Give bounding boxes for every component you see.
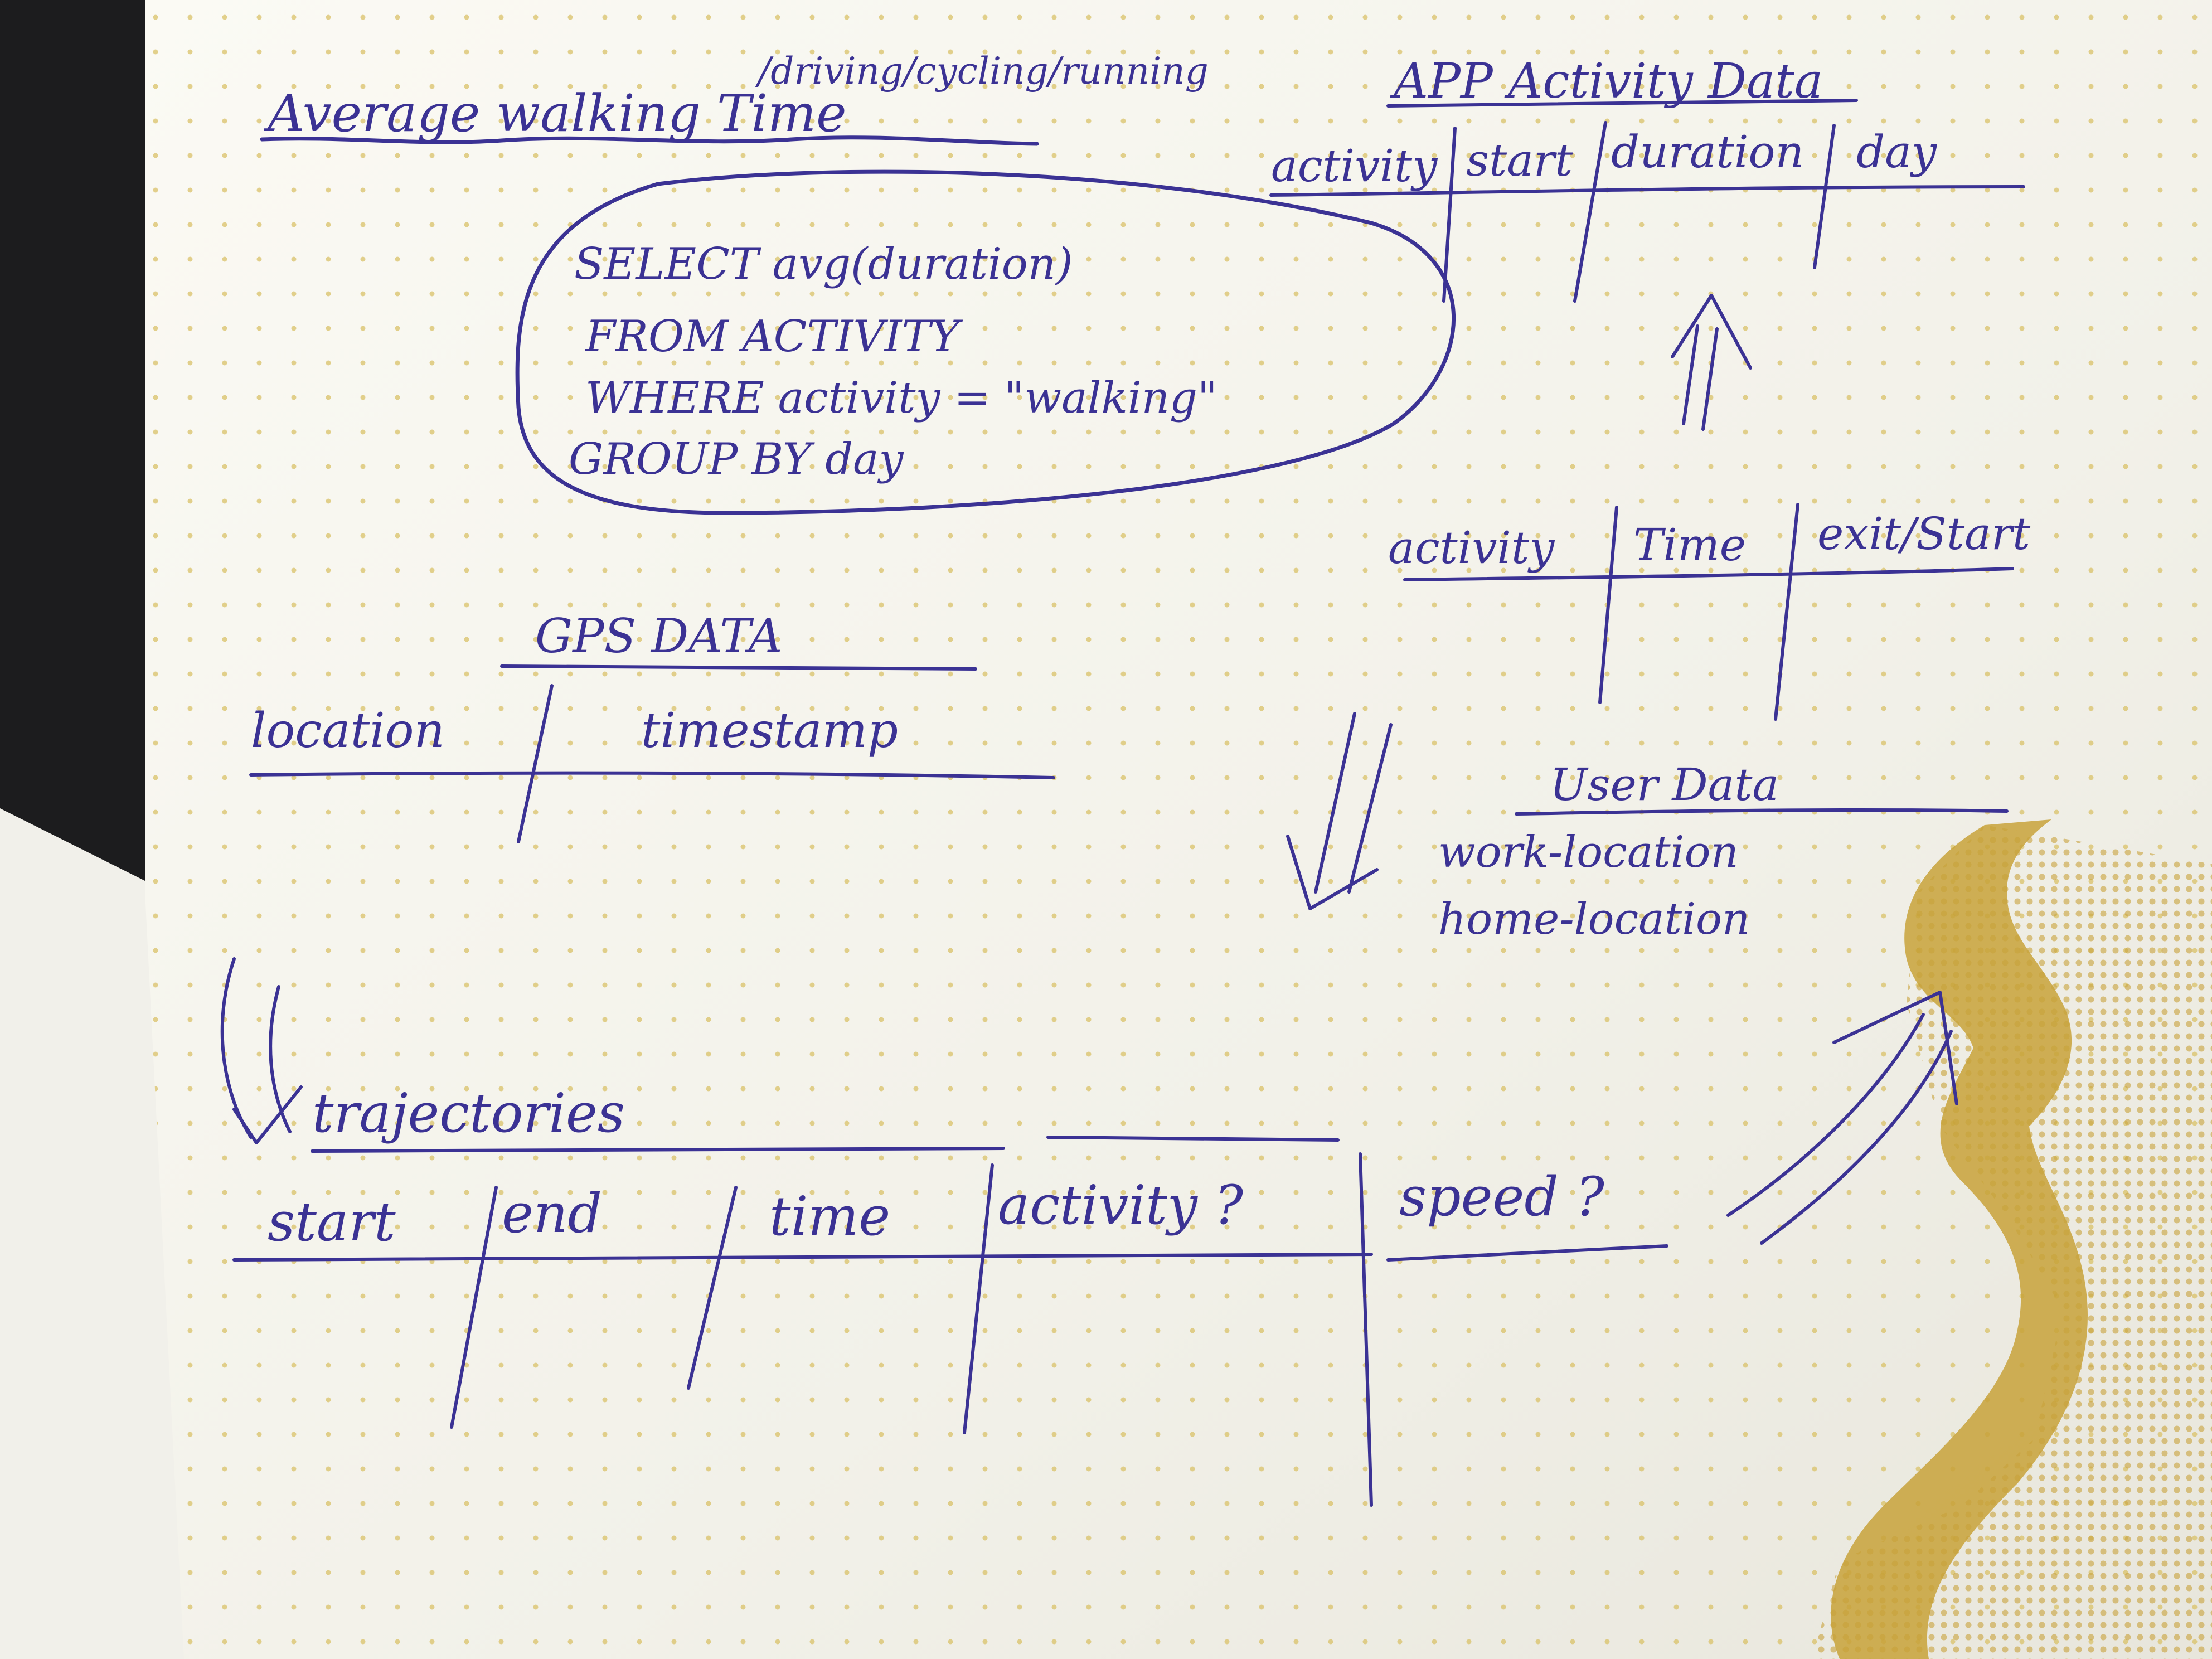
down-arrow-trajectories [220,957,303,1144]
sql-bubble [515,169,1456,515]
sql-line-select: SELECT avg(duration) [574,239,1073,289]
trajectories-header-rule-2 [1386,1244,1668,1262]
title-underline [260,135,1039,146]
user-data-work-location: work-location [1438,827,1739,877]
trajectories-title-underline [311,1147,1005,1153]
down-arrow-user [1286,712,1393,910]
sql-line-from: FROM ACTIVITY [584,312,963,362]
sql-line-where: WHERE activity = "walking" [585,373,1217,423]
app-activity-header-rule [1269,185,2025,197]
user-data-block: User Data work-location home-location [1438,759,2009,944]
trajectories-table: trajectories start end time activity ? s… [232,1082,1668,1507]
user-data-home-location: home-location [1438,894,1750,944]
halftone-print [1812,825,2212,1659]
trajectories-col-end: end [502,1182,602,1245]
gps-col-timestamp: timestamp [641,703,898,759]
user-data-title-underline [1515,808,2009,816]
activity-time-divider-2 [1774,503,1799,721]
average-walking-title: Average walking Time [263,84,847,143]
activity-time-divider-1 [1598,506,1618,704]
gps-header-rule [249,771,1055,779]
trajectories-divider-4 [1359,1152,1373,1507]
app-activity-col-duration: duration [1611,126,1804,178]
trajectories-divider-2 [687,1186,738,1390]
gps-table: GPS DATA location timestamp [249,609,1055,843]
trajectories-divider-3 [963,1163,994,1434]
trajectories-header-rule [232,1253,1373,1262]
app-activity-divider-3 [1813,124,1836,269]
dot-grid [145,0,2212,1659]
trajectories-col-speed: speed ? [1399,1166,1604,1228]
diagonal-arrow [1726,991,1958,1245]
up-arrow [1671,294,1752,431]
app-activity-col-activity: activity [1271,140,1438,192]
app-activity-divider-2 [1573,121,1607,303]
trajectories-col-time: time [769,1185,890,1248]
mustard-figure [1831,819,2088,1659]
activity-time-col-time: Time [1633,519,1746,571]
trajectories-col-start: start [268,1191,396,1253]
activity-time-header-rule [1403,567,2014,581]
trajectories-col-activity: activity ? [998,1174,1244,1236]
app-activity-divider-1 [1442,127,1457,303]
gps-title: GPS DATA [535,609,782,663]
gps-col-location: location [251,703,445,759]
activity-variants-note: /driving/cycling/running [755,50,1209,93]
activity-time-col-exit-start: exit/Start [1817,508,2031,560]
app-activity-col-start: start [1466,134,1573,186]
activity-time-table: activity Time exit/Start [1388,503,2031,721]
user-data-title: User Data [1550,759,1779,811]
activity-time-col-activity: activity [1388,522,1555,574]
app-activity-col-day: day [1856,126,1938,178]
app-activity-title-underline [1386,99,1858,108]
sql-line-groupby: GROUP BY day [569,434,904,484]
gps-title-underline [500,664,977,671]
gps-divider [517,684,554,843]
app-activity-table: APP Activity Data activity start duratio… [1269,54,2025,303]
trajectories-divider-1 [450,1186,498,1429]
trajectories-title-underline-2 [1046,1136,1340,1142]
trajectories-title: trajectories [312,1082,625,1144]
average-walking-section: /driving/cycling/running Average walking… [260,50,1456,515]
